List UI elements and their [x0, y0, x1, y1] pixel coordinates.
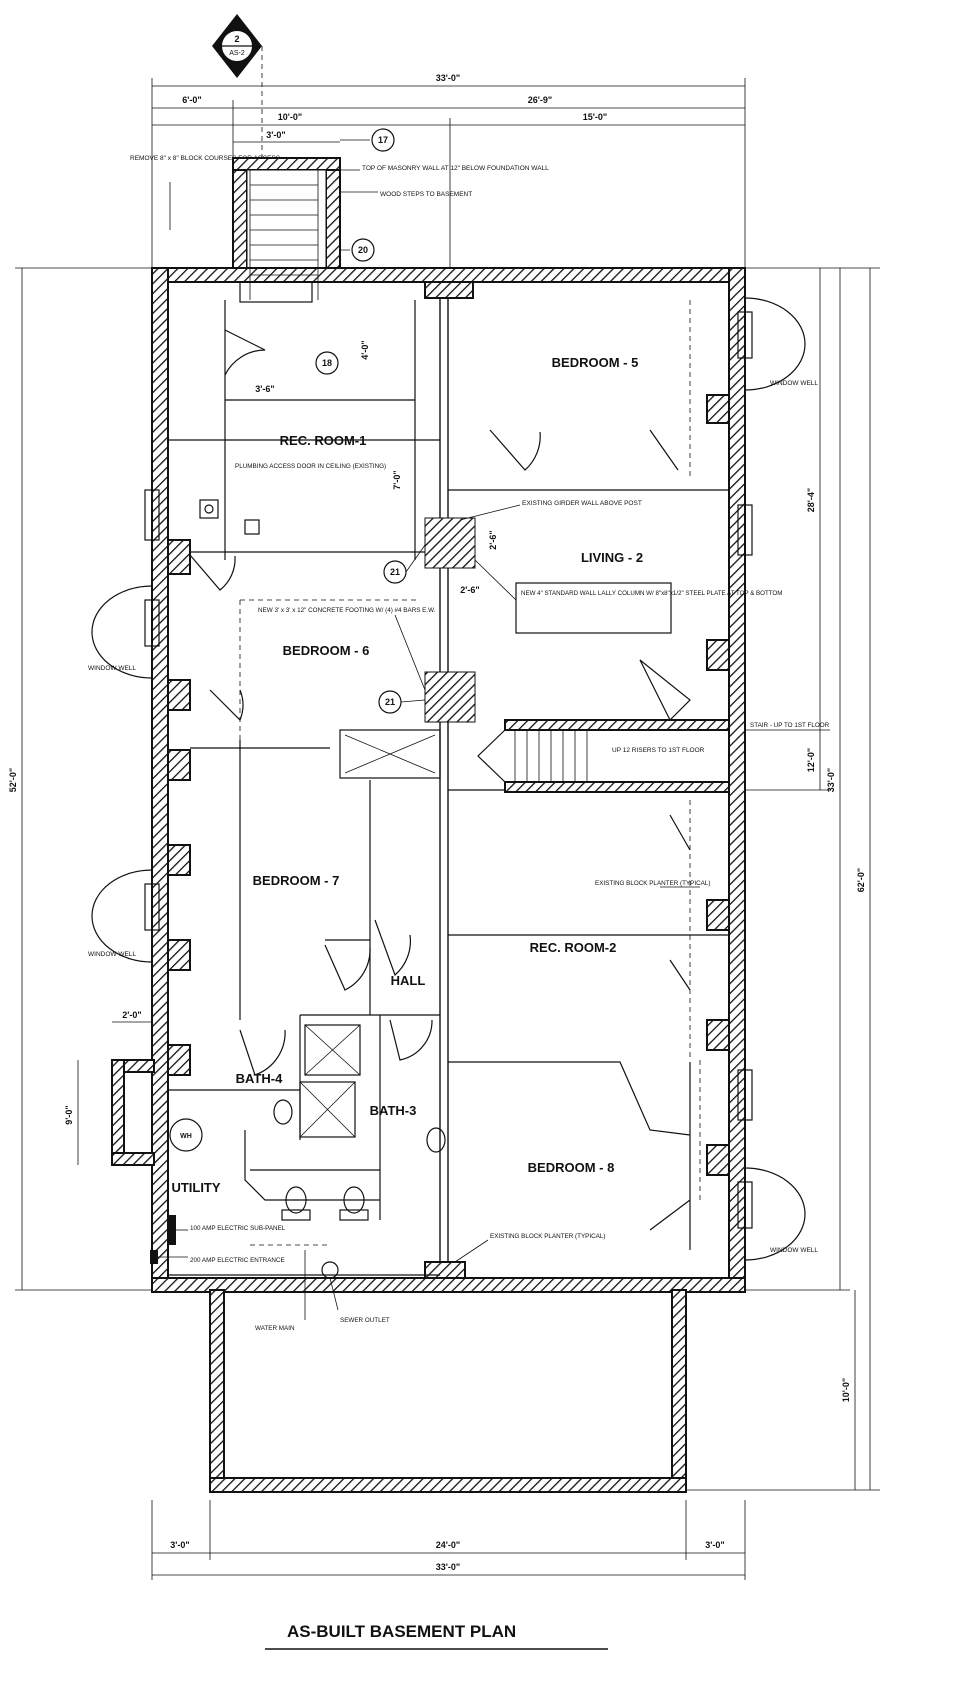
note-new-block: REMOVE 8" x 8" BLOCK COURSES FOR ACCESS: [130, 155, 281, 162]
room-bath-3: BATH-3: [370, 1103, 417, 1118]
section-number: 2: [234, 34, 239, 44]
dim-col-1: 2'-6": [460, 585, 479, 595]
callout-18: 18: [322, 358, 332, 368]
note-planter-1: EXISTING BLOCK PLANTER (TYPICAL): [595, 880, 710, 887]
utility-extension: 2'-0" 9'-0": [64, 1010, 155, 1166]
upper-stair: 18: [239, 170, 339, 375]
note-electric-2: 200 AMP ELECTRIC ENTRANCE: [190, 1257, 285, 1264]
window-wells: WINDOW WELL WINDOW WELL WINDOW WELL WIND…: [88, 297, 818, 1261]
exterior-stair: [232, 157, 341, 269]
room-bedroom-6: BEDROOM - 6: [283, 643, 370, 658]
dim-utility-ext-w: 2'-0": [122, 1010, 141, 1020]
room-bedroom-7: BEDROOM - 7: [253, 873, 340, 888]
section-marker: 2 AS-2: [212, 14, 263, 160]
dim-top-mid-left: 10'-0": [278, 112, 302, 122]
plan-title: AS-BUILT BASEMENT PLAN: [287, 1622, 516, 1641]
dim-utility-ext-h: 9'-0": [64, 1105, 74, 1124]
planter-notes: EXISTING BLOCK PLANTER (TYPICAL) EXISTIN…: [454, 880, 710, 1263]
note-sewer-outlet: SEWER OUTLET: [340, 1317, 390, 1324]
note-top-of-wall: TOP OF MASONRY WALL AT 12" BELOW FOUNDAT…: [362, 165, 549, 172]
dim-bottom-mid: 24'-0": [436, 1540, 460, 1550]
side-dimensions: 52'-0" 33'-0" 62'-0" 28'-4" 12'-0" STAIR…: [8, 267, 880, 1491]
note-window-well-4: WINDOW WELL: [770, 1247, 818, 1254]
dim-7-0: 7'-0": [392, 470, 402, 489]
callout-21b: 21: [385, 697, 395, 707]
note-stair-up-1: STAIR - UP TO 1ST FLOOR: [750, 722, 830, 729]
dim-right-overall-1: 33'-0": [826, 768, 836, 792]
note-stair: UP 12 RISERS TO 1ST FLOOR: [612, 747, 705, 754]
columns: 21 21 NEW 4" STANDARD WALL LALLY COLUMN …: [258, 500, 782, 723]
dim-col-2: 2'-6": [488, 530, 498, 549]
dim-bottom-left: 3'-0": [170, 1540, 189, 1550]
dim-right-stair: 28'-4": [806, 488, 816, 512]
note-electric-1: 100 AMP ELECTRIC SUB-PANEL: [190, 1225, 286, 1232]
water-heater-label: WH: [180, 1133, 192, 1140]
note-wood-steps: WOOD STEPS TO BASEMENT: [380, 191, 472, 198]
dim-top-mid-right: 15'-0": [583, 112, 607, 122]
dim-stair-width-2: 3'-6": [255, 384, 274, 394]
plumbing-fixtures: PLUMBING ACCESS DOOR IN CEILING (EXISTIN…: [150, 463, 446, 1332]
top-dimensions: 33'-0" 6'-0" 26'-9" 10'-0" 15'-0" 3'-0" …: [151, 73, 746, 270]
callout-20: 20: [358, 245, 368, 255]
section-sheet: AS-2: [229, 50, 245, 57]
callout-17: 17: [378, 135, 388, 145]
room-bedroom-8: BEDROOM - 8: [528, 1160, 615, 1175]
dim-stair-width: 3'-0": [266, 130, 285, 140]
room-bath-4: BATH-4: [236, 1071, 283, 1086]
note-new-footing: NEW 3' x 3' x 12" CONCRETE FOOTING W/ (4…: [258, 607, 436, 614]
note-water-main: WATER MAIN: [255, 1325, 295, 1332]
room-living-2: LIVING - 2: [581, 550, 643, 565]
room-hall: HALL: [391, 973, 426, 988]
room-rec-room-1: REC. ROOM-1: [280, 433, 367, 448]
dim-right-overall-2: 62'-0": [856, 868, 866, 892]
dim-left-overall: 52'-0": [8, 768, 18, 792]
room-utility: UTILITY: [171, 1180, 220, 1195]
note-planter-2: EXISTING BLOCK PLANTER (TYPICAL): [490, 1233, 605, 1240]
dim-overall-top: 33'-0": [436, 73, 460, 83]
dim-right-bottom: 10'-0": [841, 1378, 851, 1402]
dim-bottom-right: 3'-0": [705, 1540, 724, 1550]
note-window-well-3: WINDOW WELL: [88, 951, 136, 958]
drawing-title: AS-BUILT BASEMENT PLAN: [265, 1622, 608, 1650]
main-walls: [151, 267, 746, 1493]
interior-stair: UP 12 RISERS TO 1ST FLOOR: [477, 719, 730, 793]
dim-bottom-overall: 33'-0": [436, 1562, 460, 1572]
dim-4-0: 4'-0": [360, 340, 370, 359]
note-plumbing-access: PLUMBING ACCESS DOOR IN CEILING (EXISTIN…: [235, 463, 386, 470]
note-lally-column: NEW 4" STANDARD WALL LALLY COLUMN W/ 8"x…: [521, 590, 782, 597]
dim-top-right: 26'-9": [528, 95, 552, 105]
note-window-well-2: WINDOW WELL: [88, 665, 136, 672]
dim-top-left: 6'-0": [182, 95, 201, 105]
room-bedroom-5: BEDROOM - 5: [552, 355, 639, 370]
dim-right-stair-2: 12'-0": [806, 748, 816, 772]
door-swings: [189, 329, 691, 1231]
note-window-well-1: WINDOW WELL: [770, 380, 818, 387]
callout-21a: 21: [390, 567, 400, 577]
room-labels: BEDROOM - 5 REC. ROOM-1 LIVING - 2 BEDRO…: [171, 355, 643, 1195]
room-rec-room-2: REC. ROOM-2: [530, 940, 617, 955]
bottom-dimensions: 3'-0" 24'-0" 3'-0" 33'-0": [151, 1500, 746, 1580]
note-existing-girder: EXISTING GIRDER WALL ABOVE POST: [522, 500, 642, 507]
top-notes: REMOVE 8" x 8" BLOCK COURSES FOR ACCESS …: [130, 155, 549, 262]
